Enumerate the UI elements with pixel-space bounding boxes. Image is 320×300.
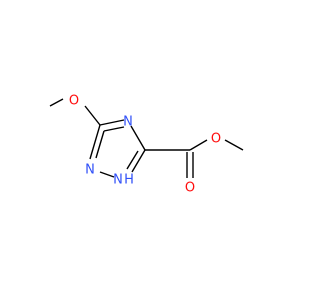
bond-methyl-o (49, 98, 64, 107)
atom-ring-n2: N (85, 163, 95, 178)
structure-canvas: O N N N H O O (49, 94, 244, 196)
bond-ester-o-methyl (224, 139, 244, 151)
bond-n2-c3-double (95, 130, 105, 159)
bond-o-c3 (84, 105, 101, 126)
bond-n1-n2 (99, 171, 115, 178)
atom-labels: O N N N H O O (69, 94, 221, 196)
atom-methoxy-oxygen: O (69, 94, 79, 109)
atom-ring-h: H (124, 173, 134, 188)
bonds (49, 98, 244, 178)
bond-c3-n4-double (103, 126, 125, 132)
bond-n2-c3 (89, 124, 101, 160)
atom-carbonyl-oxygen: O (185, 181, 195, 196)
bond-carbonyl-ester-o (189, 139, 208, 151)
bond-n4-c5 (130, 125, 146, 151)
bond-c3-n4 (99, 119, 125, 126)
atom-ring-n1h: N (113, 173, 123, 188)
bond-c5-n1-double (126, 150, 139, 170)
molecule-diagram: O N N N H O O (49, 94, 244, 196)
atom-ester-oxygen: O (211, 132, 221, 147)
bond-c5-n1 (131, 149, 146, 173)
atom-ring-n4: N (123, 115, 133, 130)
